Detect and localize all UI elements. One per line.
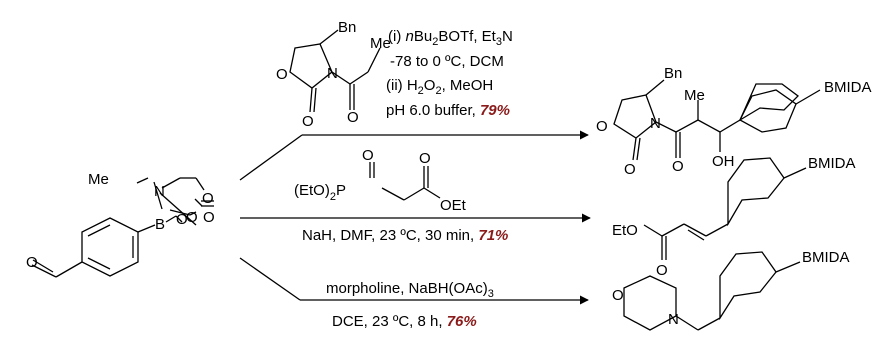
starting-material: [31, 177, 214, 278]
sm-o1-label: O: [176, 211, 188, 228]
p1-bmida: BMIDA: [824, 79, 872, 96]
reagent-carbonyl-o1: O: [302, 113, 314, 130]
p1-carbonyl-o1: O: [624, 161, 636, 178]
product-1: [613, 79, 821, 161]
product-2: [643, 157, 807, 260]
reaction-2-yield: 71%: [478, 227, 509, 244]
reaction-1-branch-line: [239, 134, 303, 181]
p1-ring-o: O: [596, 118, 608, 135]
sm-benzene-ring: [81, 217, 139, 277]
sm-o2-label: O: [202, 190, 214, 207]
p3-bmida: BMIDA: [802, 249, 850, 266]
p1-bn-label: Bn: [664, 65, 682, 82]
p1-carbonyl-o2: O: [672, 158, 684, 175]
reagent-etoo2p: (EtO)2P: [294, 182, 346, 203]
sm-b-label: B: [155, 216, 165, 233]
reagent-oet: OEt: [440, 197, 467, 214]
reaction-1-yield: 79%: [479, 102, 510, 119]
reaction-1-step-2: (ii) H2O2, MeOH: [386, 77, 494, 97]
reagent-n: N: [327, 65, 338, 82]
p1-me-label: Me: [684, 87, 705, 104]
p1-n: N: [650, 115, 661, 132]
product-3: [623, 251, 801, 331]
sm-me-label: Me: [88, 171, 109, 188]
reaction-3-reagents: morpholine, NaBH(OAc)3: [326, 280, 494, 300]
p2-eto: EtO: [612, 222, 638, 239]
sm-o3-label: O: [186, 209, 198, 226]
reaction-1-step-3: pH 6.0 buffer, 79%: [386, 102, 510, 119]
reagent-p-oxo: O: [362, 147, 374, 164]
reagent-bn-label: Bn: [338, 19, 356, 36]
reagent-ring-o: O: [276, 66, 288, 83]
sm-n-label: N: [154, 183, 165, 200]
reaction-3-branch-line: [239, 257, 301, 301]
reaction-1-temperature: -78 to 0 ºC, DCM: [390, 53, 504, 70]
reaction-3-yield: 76%: [446, 313, 477, 330]
reagent-carbonyl-o2: O: [347, 109, 359, 126]
reagent-me-label: Me: [370, 35, 391, 52]
sm-aldehyde-o: O: [26, 254, 38, 271]
p3-morpholine-n: N: [668, 311, 679, 328]
reagent-phosphonate: [369, 162, 441, 201]
reaction-2-conditions: NaH, DMF, 23 ºC, 30 min, 71%: [302, 227, 509, 244]
p1-oh: OH: [712, 153, 735, 170]
p2-bmida: BMIDA: [808, 155, 856, 172]
reagent-ester-oxo: O: [419, 150, 431, 167]
reaction-3-conditions: DCE, 23 ºC, 8 h, 76%: [332, 313, 477, 330]
p2-carbonyl-o: O: [656, 262, 668, 279]
sm-o4-label: O: [203, 209, 215, 226]
reaction-1-step-1: (i) nBu2BOTf, Et3N: [388, 28, 513, 48]
p3-morpholine-o: O: [612, 287, 624, 304]
reagent-oxazolidinone: [289, 29, 381, 113]
